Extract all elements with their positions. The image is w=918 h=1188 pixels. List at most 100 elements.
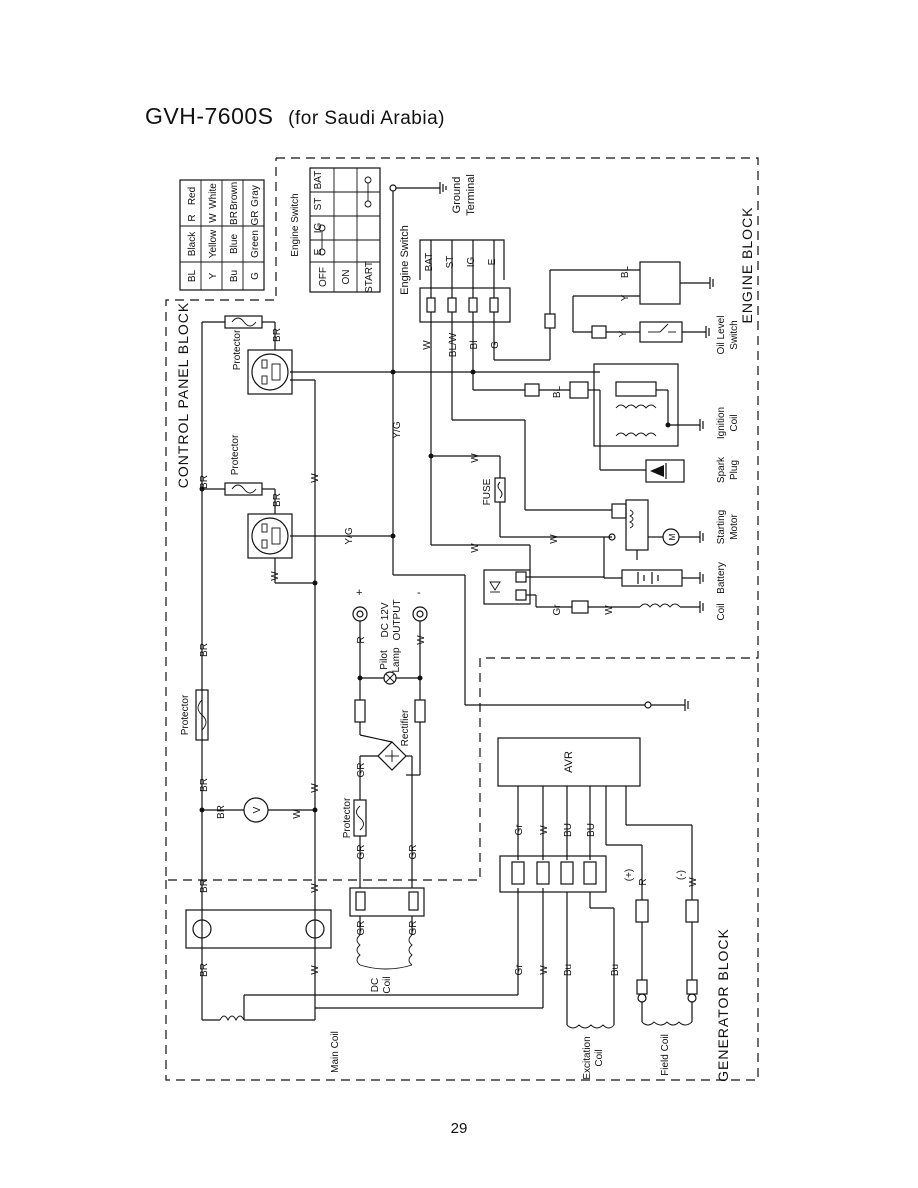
gen-wire-w: W [539,965,550,975]
fuse-label: FUSE [482,478,493,505]
battery-label: Battery [716,562,727,594]
switch-row-start: START [364,261,375,293]
dc-output-label-1: DC 12V [380,602,391,637]
avr-wire-gr: Gr [514,824,525,836]
wire-label-br-6: BR [199,963,210,977]
starter-wire-w: W [549,534,560,544]
ac-outlet-2 [247,513,293,559]
starting-motor-label-1: Starting [716,510,727,544]
ignition-wire-bl: BL [552,385,563,398]
gen-wire-bu-1: Bu [563,964,574,976]
voltmeter [243,797,269,823]
switch-row-off: OFF [318,267,329,287]
engine-block-label: ENGINE BLOCK [739,206,755,323]
ac-outlet-1 [247,349,293,395]
switch-truth-table [309,167,381,293]
battery [621,569,704,587]
excitation-coil-label-1: Excitation [582,1036,593,1079]
oil-sensor-unit [494,261,714,361]
switch-terminal-bat: BAT [424,253,435,272]
protector-dc [353,790,413,888]
switch-col-bat: BAT [313,171,324,190]
legend-code-0: BL [187,269,198,282]
ignition-coil [472,363,704,471]
wire-label-w-5: W [310,965,321,975]
ignition-coil-label-2: Coil [729,414,740,431]
avr-connector [499,855,615,1029]
protector-top [224,315,263,329]
pilot-lamp-label-1: Pilot [379,650,390,670]
wire-label-br-2: BR [199,643,210,657]
wire-label-w-4: W [310,883,321,893]
switch-wire-blw: BL/W [448,332,459,357]
switch-terminal-ig: IG [466,257,477,268]
switch-col-st: ST [313,198,324,211]
avr-wire-bu-1: BU [563,823,574,837]
wire-label-yg-1: Y/G [392,421,403,438]
switch-wire-bl: Bl [469,341,480,350]
wire-label-br-4: BR [216,805,227,819]
spark-plug-label-2: Plug [729,460,740,480]
legend-code-6: G [250,272,261,280]
switch-terminal-e: E [487,258,498,265]
dc-w-label: W [416,635,427,645]
legend-code-7: GR [250,211,261,226]
legend-name-3: White [208,183,219,209]
legend-name-0: Black [187,231,198,256]
ground-terminal [389,182,447,194]
dc-coil-label-2: Coil [382,976,393,993]
ac-terminal-block [185,909,332,949]
avr-label: AVR [563,751,575,773]
pilot-lamp-icon [383,671,397,685]
gen-wire-bu-2: Bu [610,964,621,976]
main-coil [202,888,544,1022]
wire-label-gr-5: GR [408,921,419,936]
wire-label-yg-2: Y/G [344,527,355,544]
engine-switch-label: Engine Switch [399,225,411,295]
avr-wire-w: W [539,825,550,835]
legend-name-5: Brown [229,182,240,210]
oil-wire-y-1: Y [620,294,631,301]
diagram-title: GVH-7600S (for Saudi Arabia) [145,103,445,130]
main-coil-label: Main Coil [330,1031,341,1073]
generator-block-border [165,658,759,1081]
engine-block-border [165,157,759,881]
protector-mid [224,482,263,496]
voltmeter-label: V [252,806,263,813]
motor-label-m: M [668,533,677,540]
color-legend-table [179,179,265,291]
spark-plug [645,459,685,483]
wire-label-gr-2: GR [356,845,367,860]
rectifier-icon [359,722,421,790]
dc-coil-connector [349,887,425,970]
main-wiring [199,191,689,1020]
region-label: (for Saudi Arabia) [288,108,445,129]
fuse-and-starter [428,385,616,574]
switch-row-on: ON [341,270,352,285]
field-coil-label: Field Coil [660,1034,671,1076]
protector-mid-label: Protector [230,434,241,475]
charge-coil-label: Coil [716,603,727,620]
avr-module [497,737,693,900]
legend-code-4: Bu [229,270,240,282]
charge-circuit [483,569,704,614]
coil-wire-w: W [604,605,615,615]
engine-switch-connector [419,239,511,323]
avr-wire-bu-2: BU [586,823,597,837]
ground-terminal-label-1: Ground [451,177,463,214]
spark-plug-label-1: Spark [716,456,727,483]
starting-motor [603,499,704,579]
field-coil [635,899,699,1026]
starting-motor-label-2: Motor [729,514,740,540]
oil-level-switch-label-2: Switch [729,320,740,349]
wire-label-gr-3: GR [408,845,419,860]
ground-terminal-label-2: Terminal [465,174,477,216]
generator-block-label: GENERATOR BLOCK [715,928,731,1082]
legend-code-1: R [187,214,198,221]
switch-col-ig: IG [313,223,324,234]
engine-switch-wires [430,312,495,420]
oil-level-switch-label-1: Oil Level [716,316,727,355]
ignition-coil-label-1: Ignition [716,407,727,439]
wire-label-br-7: BR [272,328,283,342]
excitation-coil-label-2: Coil [594,1049,605,1066]
